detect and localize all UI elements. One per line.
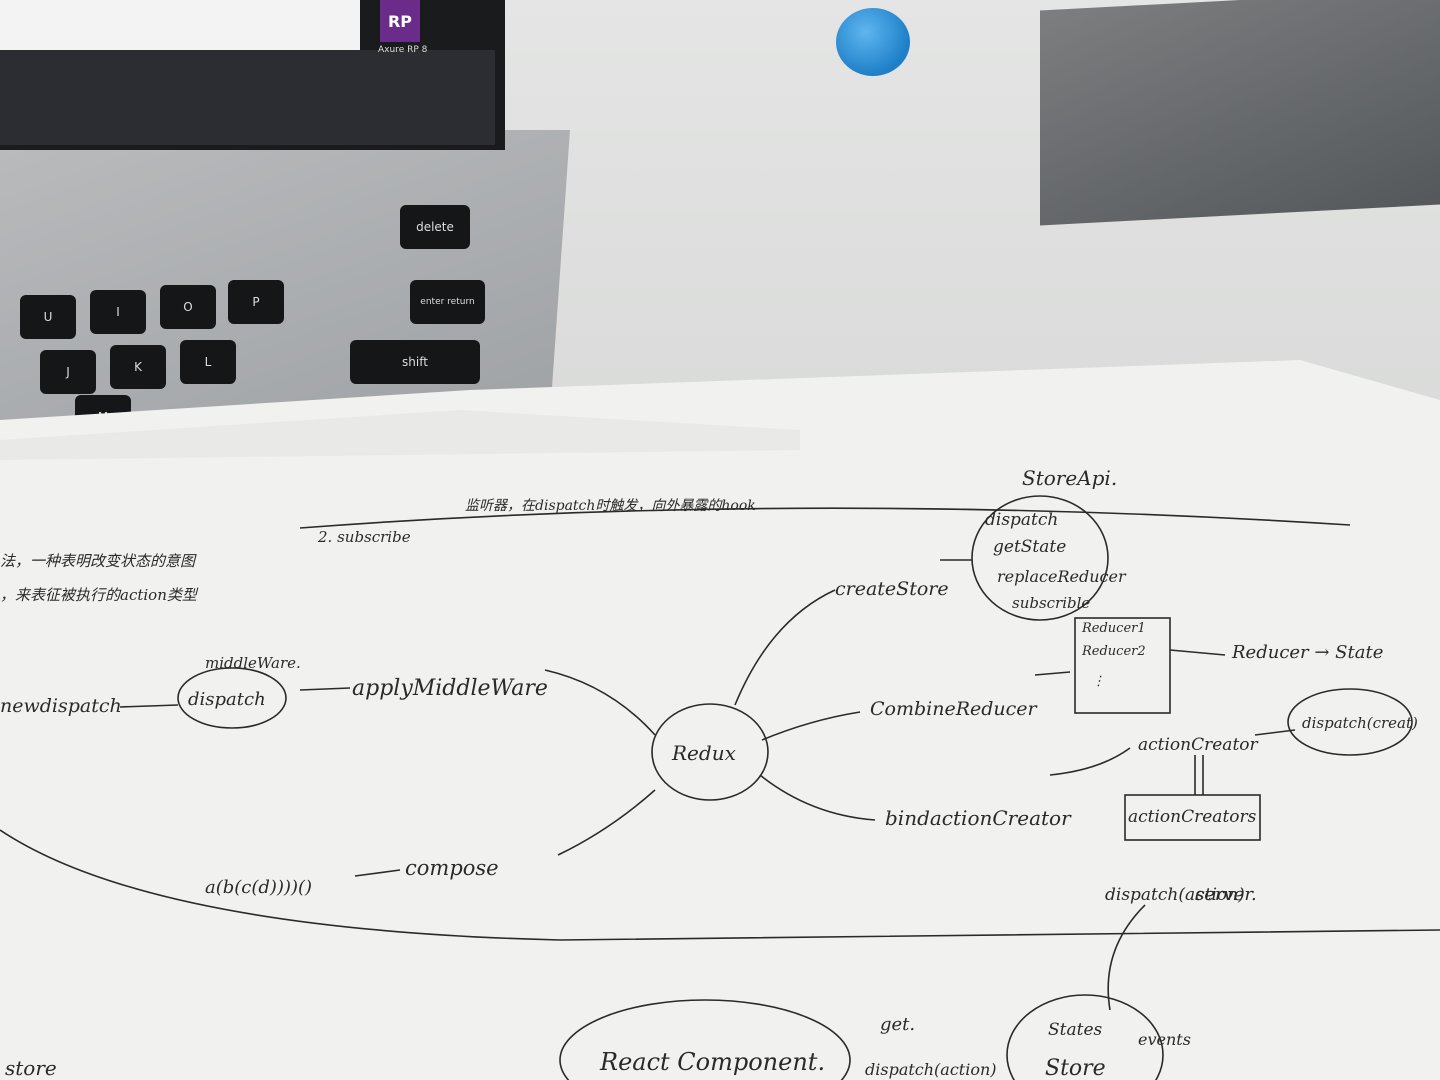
new-dispatch-label: newdispatch	[0, 695, 122, 717]
reducer-to-state-label: Reducer → State	[1231, 642, 1383, 663]
key-l: L	[180, 340, 236, 384]
store-circle	[1006, 994, 1164, 1080]
events-label: events	[1138, 1030, 1191, 1049]
left-note-1: 法，一种表明改变状态的意图	[0, 552, 197, 570]
store-api-circle	[971, 495, 1109, 621]
bind-action-creator-label: bindactionCreator	[885, 806, 1072, 830]
subscribe-note: 监听器，在dispatch时触发，向外暴露的hook	[465, 498, 756, 514]
bottom-divider-line	[0, 829, 1440, 941]
key-i: I	[90, 290, 146, 334]
axure-app-name: Axure RP 8	[378, 45, 428, 55]
arrow-bind-action-creator	[759, 774, 876, 821]
states-label: States	[1048, 1020, 1103, 1040]
arrow-new-dispatch	[119, 704, 179, 708]
arrow-to-dispatch-create	[1254, 729, 1296, 736]
store-api-item-subscrible: subscrible	[1012, 594, 1090, 612]
arrow-compose-result	[354, 869, 401, 877]
arrow-server-to-store	[1107, 904, 1146, 1011]
apply-middleware-label: applyMiddleWare	[352, 676, 548, 701]
dispatch-create-circle	[1287, 688, 1413, 756]
middleware-label: middleWare.	[205, 654, 301, 672]
paper-sheet	[0, 360, 1440, 1080]
axure-app-icon: RP	[380, 0, 420, 42]
create-store-label: createStore	[835, 578, 949, 600]
top-divider-line	[299, 507, 1351, 529]
return-key: enter return	[410, 280, 485, 324]
laptop-screen-window	[0, 0, 360, 50]
arrow-combine-reducer	[761, 711, 861, 741]
delete-key: delete	[400, 205, 470, 249]
laptop-lid: RP Axure RP 8	[0, 0, 505, 150]
equals-link	[1194, 755, 1204, 795]
action-creator-label: actionCreator	[1138, 735, 1259, 755]
key-j: J	[40, 350, 96, 394]
action-creators-box-label: actionCreators	[1128, 807, 1257, 827]
store-api-item-replacereducer: replaceReducer	[997, 567, 1127, 586]
store-api-item-getstate: getState	[993, 537, 1066, 557]
laptop-keyboard: delete enter return shift U I O P J K L …	[0, 180, 500, 439]
action-creators-box	[1124, 794, 1261, 841]
arrow-create-store	[734, 589, 836, 706]
dispatch-create-label: dispatch(creat)	[1302, 714, 1418, 732]
arrow-to-reducer	[1169, 649, 1226, 656]
key-o: O	[160, 285, 216, 329]
reducer-box-item-more: ⋮	[1092, 674, 1105, 689]
arrow-compose	[557, 789, 656, 856]
server-label: server.	[1195, 884, 1257, 905]
compose-result-label: a(b(c(d))))()	[205, 877, 312, 898]
arrow-to-dispatch	[299, 687, 351, 691]
key-k: K	[110, 345, 166, 389]
get-label: get.	[880, 1014, 915, 1035]
store-left-label: store	[5, 1056, 57, 1080]
redux-node-circle	[651, 703, 769, 801]
key-p: P	[228, 280, 284, 324]
left-note-2: ，来表征被执行的action类型	[0, 586, 199, 604]
arrow-to-action-creator	[1049, 747, 1131, 776]
dispatch-circle	[177, 667, 287, 729]
react-component-circle	[559, 999, 851, 1080]
react-component-label: React Component.	[599, 1048, 825, 1076]
laptop-screen-desktop	[0, 50, 495, 145]
subscribe-line-label: 2. subscribe	[317, 528, 411, 546]
reducer-box	[1074, 617, 1171, 714]
bottom-dispatch-action-label: dispatch(action)	[865, 1060, 997, 1079]
reducer-box-item-1: Reducer1	[1081, 621, 1146, 636]
redux-node-label: Redux	[671, 741, 736, 765]
blue-bottle-cap	[836, 8, 910, 76]
arrow-to-reducer-box	[1034, 671, 1071, 676]
dispatch-circle-label: dispatch	[188, 689, 266, 710]
compose-label: compose	[405, 856, 499, 880]
shift-key: shift	[350, 340, 480, 384]
store-label: Store	[1045, 1056, 1106, 1080]
arrow-apply-middleware	[544, 669, 656, 736]
store-api-title: StoreApi.	[1022, 466, 1117, 490]
store-api-item-dispatch: dispatch	[985, 510, 1058, 530]
dispatch-action-label: dispatch(action)	[1105, 885, 1245, 905]
combine-reducer-label: CombineReducer	[870, 698, 1039, 720]
key-u: U	[20, 295, 76, 339]
reducer-box-item-2: Reducer2	[1081, 644, 1146, 659]
